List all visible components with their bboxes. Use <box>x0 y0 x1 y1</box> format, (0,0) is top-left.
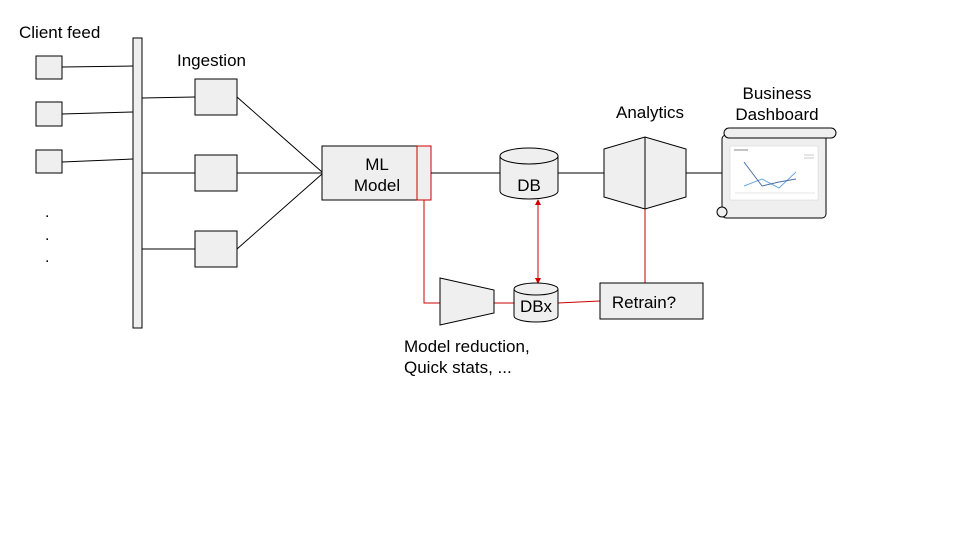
client-connector <box>61 158 134 163</box>
ingestion-connector <box>236 173 323 250</box>
analytics-shape <box>603 136 687 210</box>
bus-connector <box>141 96 196 99</box>
client-connector <box>61 65 134 68</box>
ml-model-label-line2: Model <box>353 176 401 195</box>
client-box <box>35 101 63 127</box>
db-dbx-arrow-down <box>535 278 541 284</box>
model-reduction-shape <box>439 277 495 326</box>
retrain-box <box>599 282 704 320</box>
ellipsis-dot: . <box>45 204 50 221</box>
ml-model-label-line1: ML <box>365 155 389 174</box>
dbx-retrain-connector <box>557 300 601 304</box>
ingestion-box <box>194 230 238 268</box>
ellipsis-dot: . <box>45 249 50 266</box>
db-cylinder <box>499 147 559 200</box>
retrain-label: Retrain? <box>611 293 677 312</box>
ingestion-box <box>194 154 238 192</box>
client-bus-bar <box>132 37 143 329</box>
ml-model-box <box>321 145 432 201</box>
business-dashboard-label-line2: Dashboard <box>735 105 819 124</box>
model-reduction-feedback-line <box>423 200 440 304</box>
ellipsis-dot: . <box>45 227 50 244</box>
analytics-label: Analytics <box>616 103 685 122</box>
db-label: DB <box>517 176 541 195</box>
business-dashboard-scroll <box>716 127 837 219</box>
ingestion-connector <box>236 96 323 173</box>
model-reduction-label-line1: Model reduction, <box>404 337 530 356</box>
ingestion-label: Ingestion <box>177 51 246 70</box>
ingestion-box <box>194 78 238 116</box>
client-connector <box>61 111 134 115</box>
client-feed-label: Client feed <box>19 23 101 42</box>
business-dashboard-label-line1: Business <box>742 84 812 103</box>
client-box <box>35 55 63 80</box>
dashboard-chart-thumbnail <box>729 145 819 201</box>
dbx-cylinder <box>513 282 559 323</box>
db-dbx-arrow-up <box>535 199 541 205</box>
dbx-label: DBx <box>519 297 553 316</box>
client-box <box>35 149 63 174</box>
model-reduction-label-line2: Quick stats, ... <box>404 358 512 377</box>
